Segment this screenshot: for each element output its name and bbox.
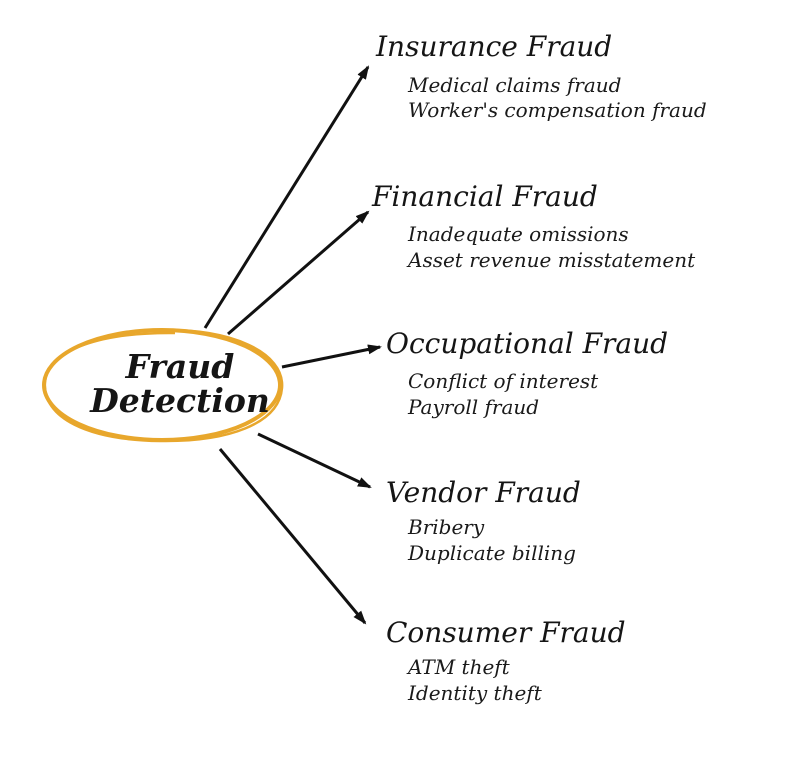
center-ellipse — [42, 328, 284, 443]
center-title-line2: Detection — [90, 381, 270, 420]
branch-item-identity-theft: Identity theft — [408, 681, 542, 705]
branch-item-duplicate-billing: Duplicate billing — [408, 541, 576, 565]
center-title-line1: Fraud — [125, 347, 235, 386]
branch-item-inadequate-omissions: Inadequate omissions — [408, 222, 629, 246]
branch-item-workers-comp: Worker's compensation fraud — [408, 98, 707, 122]
branch-title-financial: Financial Fraud — [372, 180, 598, 213]
branch-item-atm-theft: ATM theft — [408, 655, 510, 679]
branch-item-conflict-of-interest: Conflict of interest — [408, 369, 599, 393]
arrow-occupational — [281, 344, 382, 369]
branch-title-occupational: Occupational Fraud — [386, 327, 669, 360]
branch-title-insurance: Insurance Fraud — [376, 30, 613, 63]
arrow-consumer — [218, 448, 367, 625]
center-title: Fraud Detection — [70, 350, 290, 418]
arrow-insurance — [203, 65, 370, 329]
branch-title-consumer: Consumer Fraud — [386, 616, 626, 649]
branch-item-bribery: Bribery — [408, 515, 485, 539]
branch-title-vendor: Vendor Fraud — [386, 476, 581, 509]
branch-item-medical-claims: Medical claims fraud — [408, 73, 622, 97]
branch-item-payroll-fraud: Payroll fraud — [408, 395, 540, 419]
arrow-financial — [227, 210, 370, 336]
arrow-vendor — [257, 432, 372, 489]
branch-item-asset-revenue: Asset revenue misstatement — [408, 248, 696, 272]
